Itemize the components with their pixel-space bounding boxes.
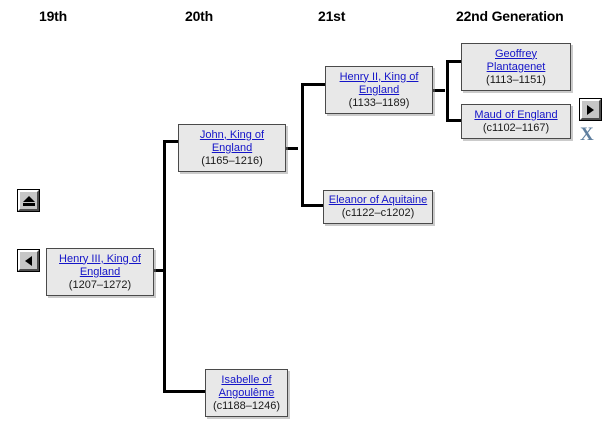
connector-henry-iii-bracket	[163, 141, 166, 393]
generation-header-21st: 21st	[318, 8, 346, 24]
person-name-link[interactable]: Henry II, King of England	[339, 70, 419, 96]
connector-henryii-in	[301, 83, 328, 86]
connector-john-in	[163, 140, 181, 143]
triangle-left-icon	[25, 255, 32, 266]
eject-icon	[22, 195, 35, 206]
person-box-geoffrey[interactable]: Geoffrey Plantagenet (1113–1151)	[461, 43, 571, 91]
person-box-henry-ii[interactable]: Henry II, King of England (1133–1189)	[325, 66, 433, 114]
triangle-right-icon	[587, 104, 594, 115]
person-name-link[interactable]: John, King of England	[199, 128, 265, 154]
person-dates: (c1102–1167)	[482, 121, 550, 134]
generation-header-22nd: 22nd Generation	[456, 8, 564, 24]
connector-isabelle-in	[163, 390, 208, 393]
connector-henryii-stub	[433, 89, 445, 92]
connector-eleanor-in	[301, 204, 326, 207]
person-dates: (1133–1189)	[348, 96, 410, 109]
eject-button[interactable]	[17, 189, 40, 212]
person-name-link[interactable]: Eleanor of Aquitaine	[328, 194, 428, 206]
person-name-link[interactable]: Isabelle of Angoulême	[218, 373, 275, 399]
person-name-link[interactable]: Maud of England	[474, 108, 558, 121]
connector-geoffrey-in	[446, 60, 464, 63]
connector-john-stub	[286, 147, 298, 150]
person-box-john[interactable]: John, King of England (1165–1216)	[178, 124, 286, 172]
connector-henry-iii-stub	[154, 269, 166, 272]
person-dates: (1165–1216)	[201, 154, 263, 167]
person-dates: (c1188–1246)	[212, 399, 281, 412]
person-name-link[interactable]: Henry III, King of England	[59, 252, 141, 278]
connector-henryii-bracket	[446, 61, 449, 122]
connector-john-bracket	[301, 84, 304, 207]
connector-maud-in	[446, 119, 464, 122]
person-box-isabelle[interactable]: Isabelle of Angoulême (c1188–1246)	[205, 369, 288, 417]
person-box-eleanor[interactable]: Eleanor of Aquitaine (c1122–c1202)	[323, 190, 433, 224]
person-name-link[interactable]: Geoffrey Plantagenet	[486, 47, 546, 73]
close-x-control[interactable]: X	[580, 124, 594, 145]
person-dates: (1113–1151)	[486, 73, 546, 86]
generation-header-19th: 19th	[39, 8, 67, 24]
person-dates: (1207–1272)	[68, 278, 132, 291]
next-button[interactable]	[579, 98, 602, 121]
person-dates: (c1122–c1202)	[341, 207, 415, 219]
person-box-maud[interactable]: Maud of England (c1102–1167)	[461, 104, 571, 139]
generation-header-20th: 20th	[185, 8, 213, 24]
person-box-henry-iii[interactable]: Henry III, King of England (1207–1272)	[46, 248, 154, 296]
previous-button[interactable]	[17, 249, 40, 272]
